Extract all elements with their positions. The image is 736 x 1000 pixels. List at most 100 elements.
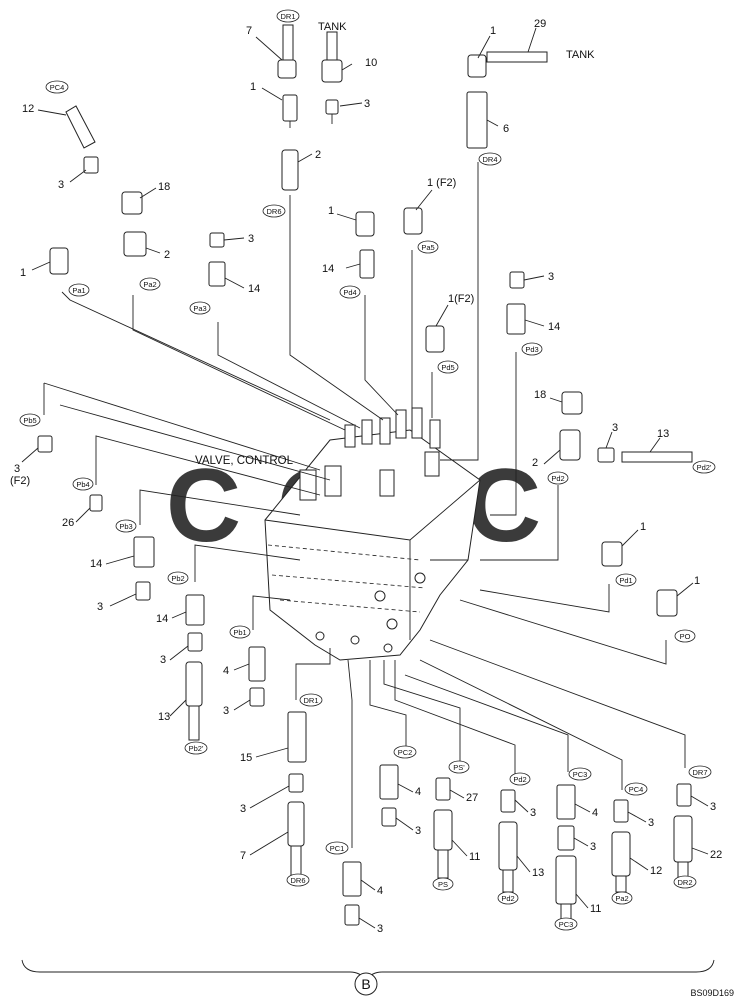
section-marker: B — [361, 976, 370, 992]
part-number: 10 — [365, 57, 377, 69]
part-number: 3 — [612, 422, 618, 434]
part-number: 1 — [694, 575, 700, 587]
tag-pb2-bottom: Pb2' — [189, 744, 204, 753]
part-number: 12 — [650, 865, 662, 877]
part-number: 11 — [469, 851, 480, 863]
tag-pd2-right: Pd2' — [697, 463, 712, 472]
tag-pb4: Pb4 — [76, 480, 89, 489]
part-number: 1 — [328, 205, 334, 217]
part-number: 3 — [97, 601, 103, 613]
tag-pa1: Pa1 — [72, 286, 85, 295]
tag-pc1: PC1 — [330, 844, 345, 853]
tag-dr7: DR7 — [692, 768, 707, 777]
tag-pc3: PC3 — [573, 770, 588, 779]
parts-right — [559, 391, 693, 617]
part-number: 3 — [377, 923, 383, 935]
tag-pc3-bottom: PC3 — [559, 920, 574, 929]
part-number: 14 — [248, 283, 260, 295]
tag-pa2: Pa2 — [143, 280, 156, 289]
part-number: 29 — [534, 18, 546, 30]
tag-dr1-top: DR1 — [280, 12, 295, 21]
label-f2-c: (F2) — [10, 475, 30, 487]
tag-pd2-bottom: Pd2 — [501, 894, 514, 903]
tag-pd5: Pd5 — [441, 363, 454, 372]
part-number: 18 — [158, 181, 170, 193]
part-numbers: 7 10 1 3 2 12 3 18 2 1 3 14 1 14 1 29 6 … — [14, 18, 722, 935]
part-number: 3 — [548, 271, 554, 283]
part-number: 26 — [62, 517, 74, 529]
watermark-letter-c2: C — [466, 448, 541, 564]
tag-pb5: Pb5 — [23, 416, 36, 425]
tank-label-top: TANK — [318, 21, 347, 33]
tag-dr2: DR2 — [677, 878, 692, 887]
part-number: 3 — [415, 825, 421, 837]
tank-label-right: TANK — [566, 49, 595, 61]
part-number: 11 — [590, 903, 601, 915]
part-number: 14 — [322, 263, 334, 275]
tag-pc4-low: PC4 — [629, 785, 644, 794]
part-number: 1 — [250, 81, 256, 93]
part-number: 2 — [532, 457, 538, 469]
part-number: 14 — [90, 558, 102, 570]
tag-pd1: Pd1 — [619, 576, 632, 585]
part-number: 4 — [592, 807, 598, 819]
tag-pa5: Pa5 — [421, 243, 434, 252]
part-number: 3 — [14, 463, 20, 475]
number-leaders — [21, 27, 709, 929]
section-brace: B BS09D169 — [21, 959, 734, 998]
part-number: 4 — [223, 665, 229, 677]
part-number: 13 — [158, 711, 170, 723]
tag-ps-top: PS' — [453, 763, 465, 772]
part-number: 2 — [315, 149, 321, 161]
parts-top — [49, 24, 548, 353]
part-number: 7 — [240, 850, 246, 862]
parts-left — [37, 435, 266, 741]
part-number: 14 — [548, 321, 560, 333]
part-number: 3 — [58, 179, 64, 191]
part-number: 1 — [490, 25, 496, 37]
text-labels: VALVE, CONTROL TANK TANK 1 (F2) 1(F2) (F… — [10, 21, 595, 487]
tag-pd2-low: Pd2 — [513, 775, 526, 784]
tag-pd2-mid: Pd2 — [551, 474, 564, 483]
drawing-number: BS09D169 — [690, 988, 734, 998]
part-number: 12 — [22, 103, 34, 115]
tag-pa3: Pa3 — [193, 304, 206, 313]
part-number: 3 — [710, 801, 716, 813]
part-number: 4 — [377, 885, 383, 897]
tag-dr6-top: DR6 — [266, 207, 281, 216]
part-number: 3 — [530, 807, 536, 819]
parts-bottom — [287, 711, 693, 926]
part-number: 1 — [20, 267, 26, 279]
diagram-title: VALVE, CONTROL — [195, 455, 294, 467]
tag-pc2: PC2 — [398, 748, 413, 757]
part-number: 22 — [710, 849, 722, 861]
tag-pb3: Pb3 — [119, 522, 132, 531]
part-number: 3 — [364, 98, 370, 110]
part-number: 15 — [240, 752, 252, 764]
part-number: 3 — [160, 654, 166, 666]
tag-ps-bottom: PS — [438, 880, 448, 889]
tag-pb2: Pb2 — [171, 574, 184, 583]
tag-pa2-bottom: Pa2 — [615, 894, 628, 903]
part-number: 13 — [532, 867, 544, 879]
part-number: 14 — [156, 613, 168, 625]
label-1-f2-a: 1 (F2) — [427, 177, 456, 189]
port-tags: DR1 PC4 DR4 DR6 Pa1 Pa2 Pa3 Pd4 Pa5 Pd3 … — [19, 9, 716, 931]
tag-pb1: Pb1 — [233, 628, 246, 637]
part-number: 3 — [240, 803, 246, 815]
leader-lines — [43, 162, 686, 848]
part-number: 3 — [648, 817, 654, 829]
part-number: 13 — [657, 428, 669, 440]
tag-pd4: Pd4 — [343, 288, 356, 297]
watermark-letter-c1: C — [166, 448, 241, 564]
tag-dr6-bottom: DR6 — [290, 876, 305, 885]
tag-dr1-mid: DR1 — [303, 696, 318, 705]
part-number: 4 — [415, 786, 421, 798]
part-number: 1 — [640, 521, 646, 533]
tag-pc4-top: PC4 — [50, 83, 65, 92]
part-number: 27 — [466, 792, 478, 804]
part-number: 6 — [503, 123, 509, 135]
control-valve-block — [264, 407, 481, 661]
part-number: 18 — [534, 389, 546, 401]
